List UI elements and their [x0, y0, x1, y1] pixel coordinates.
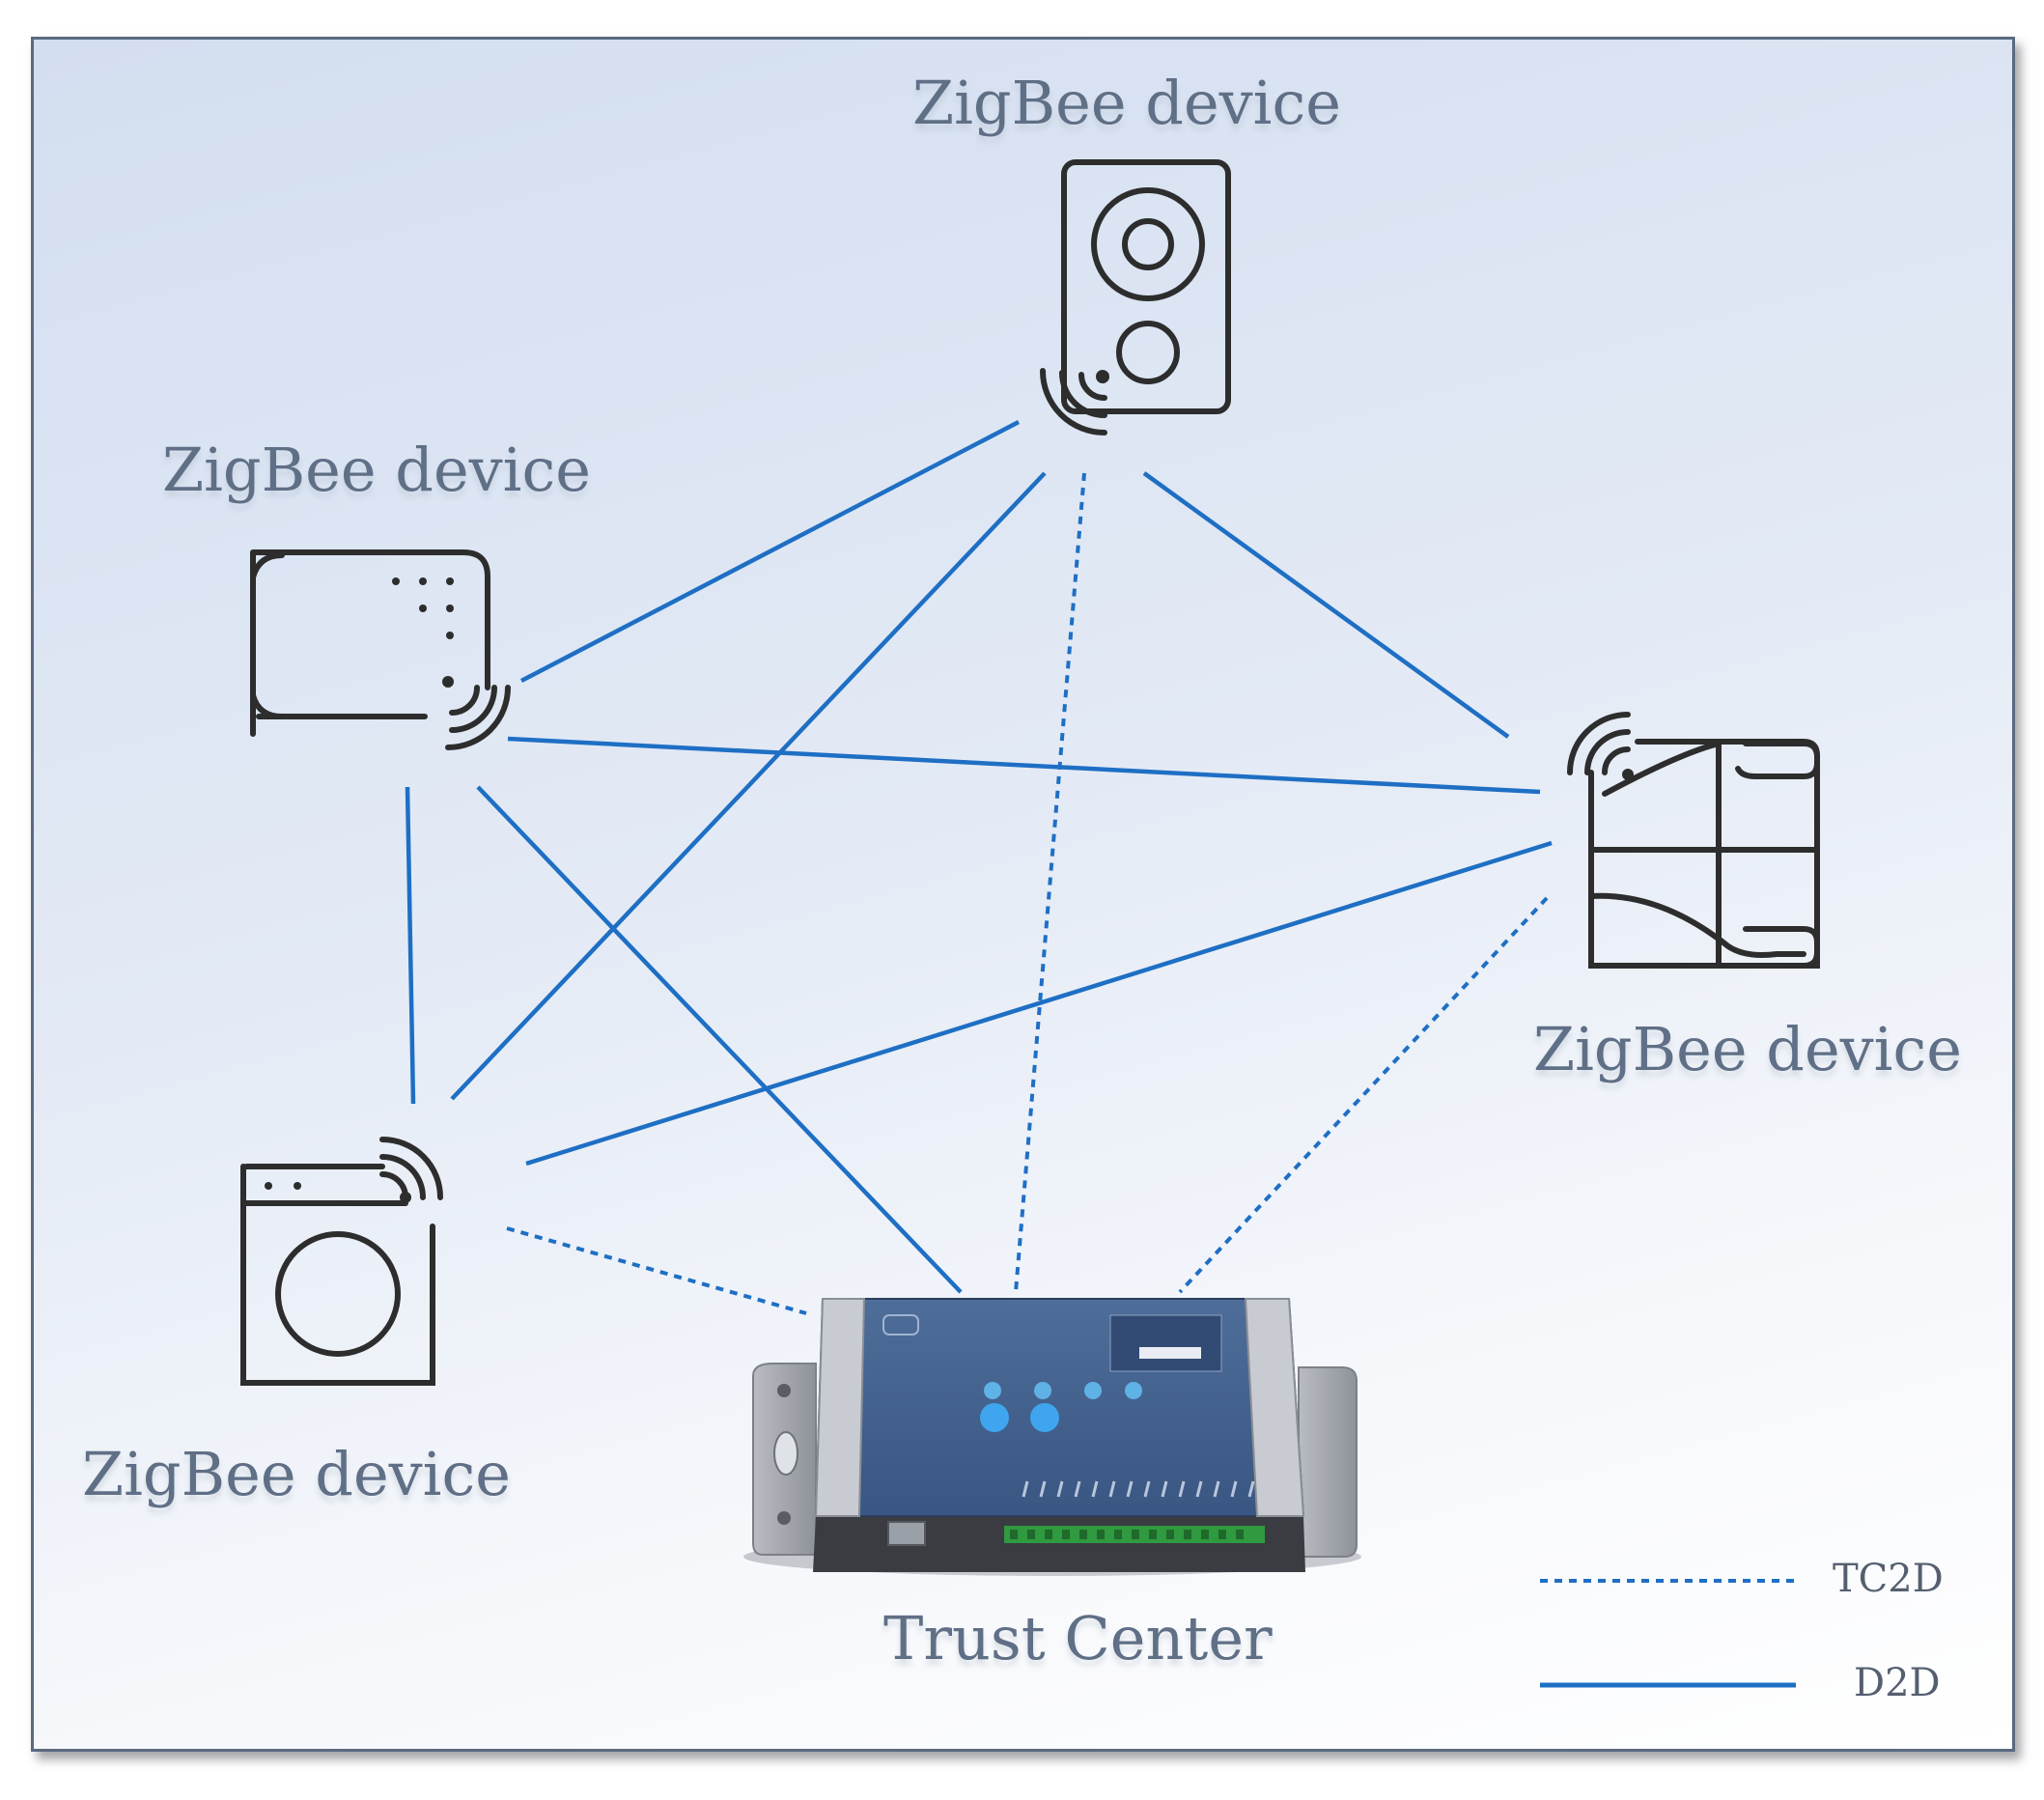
sensor-hub-icon	[250, 549, 511, 750]
legend	[1540, 1579, 1796, 1688]
washing-machine-icon	[240, 1137, 443, 1386]
link-d2d-left-bottom_left	[405, 786, 416, 1105]
link-tc2d-right-trust_center	[1178, 896, 1549, 1294]
link-d2d-top-bottom_left	[450, 471, 1047, 1101]
link-d2d-left-right	[507, 736, 1541, 795]
trust-center-label: Trust Center	[883, 1603, 1273, 1673]
link-d2d-top-right	[1142, 471, 1510, 739]
legend-label-d2d: D2D	[1854, 1661, 1941, 1705]
link-d2d-bottom_left-right	[525, 840, 1553, 1167]
legend-label-tc2d: TC2D	[1833, 1557, 1944, 1601]
device-label-top: ZigBee device	[912, 68, 1341, 138]
device-label-bottom-left: ZigBee device	[82, 1439, 511, 1509]
speaker-icon	[1040, 159, 1231, 436]
link-d2d-left-trust_center	[476, 785, 963, 1294]
links-layer	[405, 420, 1553, 1315]
gateway-icon	[743, 1298, 1361, 1576]
device-label-right: ZigBee device	[1533, 1014, 1962, 1084]
link-d2d-top-left	[519, 420, 1021, 683]
link-tc2d-top-trust_center	[1014, 472, 1086, 1293]
link-tc2d-bottom_left-trust_center	[506, 1226, 807, 1315]
window-icon	[1567, 712, 1820, 969]
device-label-left: ZigBee device	[162, 435, 591, 505]
